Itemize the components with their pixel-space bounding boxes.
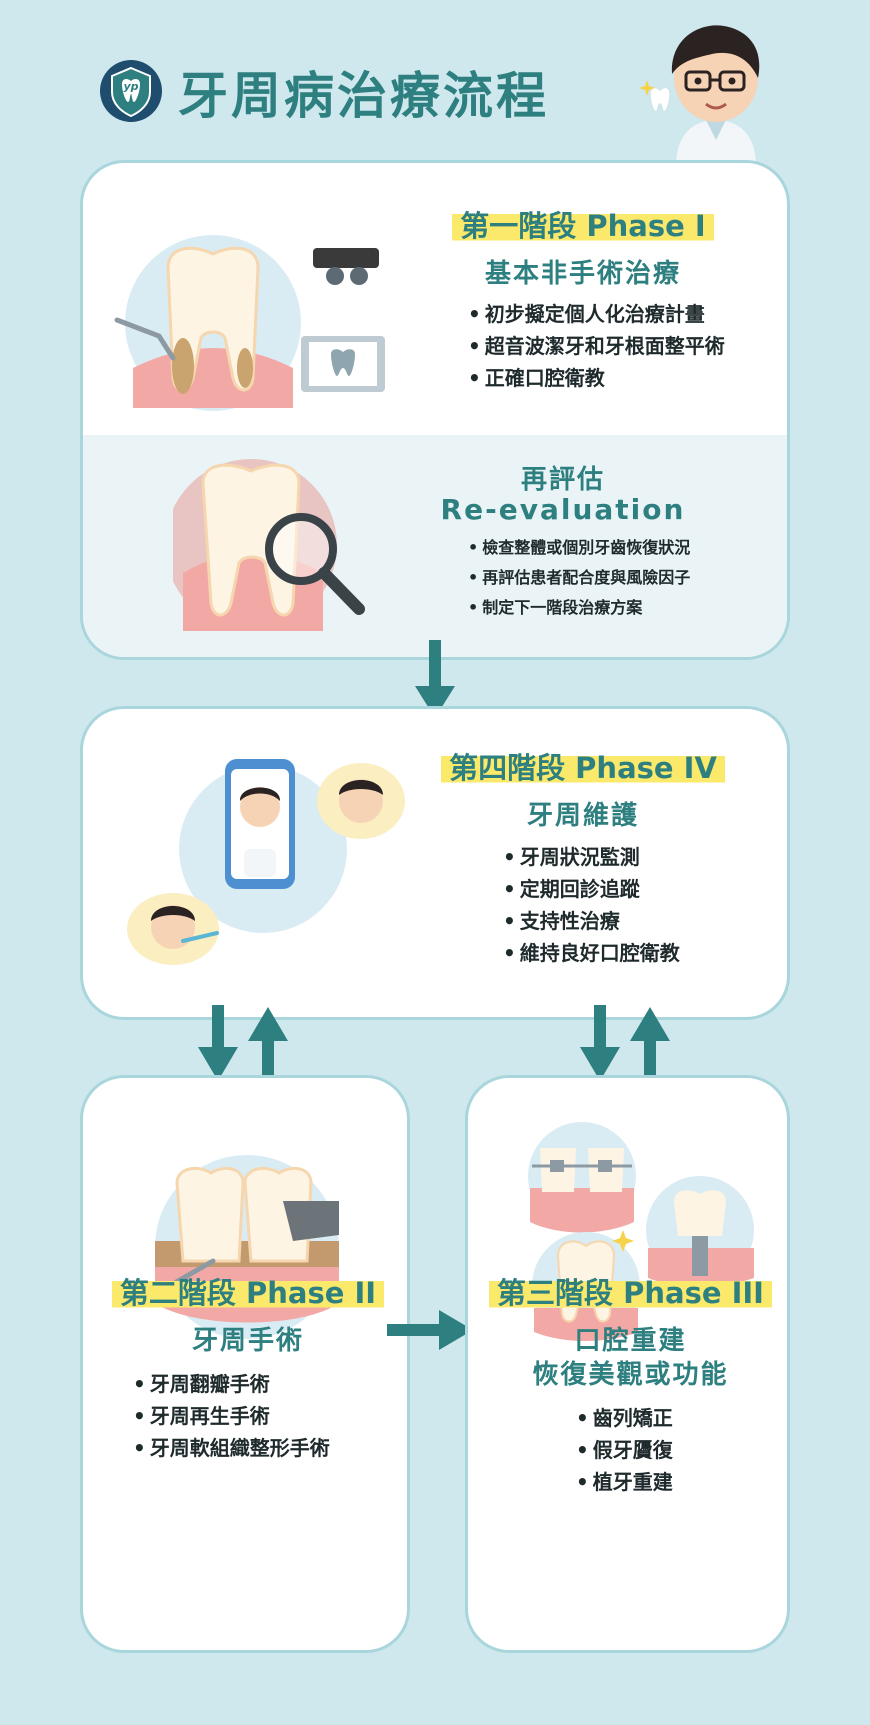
phase1-label: 第一階段 Phase I xyxy=(413,203,753,245)
phase4-subtitle: 牙周維護 xyxy=(526,801,639,831)
phase3-label: 第三階段 Phase III xyxy=(468,1270,787,1312)
phase2-list: 牙周翻瓣手術 牙周再生手術 牙周軟組織整形手術 xyxy=(133,1368,330,1464)
list-item: 正確口腔衛教 xyxy=(468,362,725,394)
list-item: 檢查整體或個別牙齒恢復狀況 xyxy=(468,533,690,563)
phase4-card: 第四階段 Phase IV 牙周維護 牙周狀況監測 定期回診追蹤 支持性治療 維… xyxy=(80,706,790,1020)
list-item: 齒列矯正 xyxy=(576,1402,673,1434)
arrow-down-icon xyxy=(415,640,455,718)
phase1-label-text: 第一階段 Phase I xyxy=(452,207,714,245)
list-item: 定期回診追蹤 xyxy=(503,873,680,905)
list-item: 假牙贗復 xyxy=(576,1434,673,1466)
phase2-card: 第二階段 Phase II 牙周手術 牙周翻瓣手術 牙周再生手術 牙周軟組織整形… xyxy=(80,1075,410,1653)
restoration-illustration xyxy=(528,1122,754,1341)
periodontal-surgery-illustration xyxy=(154,1155,339,1339)
list-item: 制定下一階段治療方案 xyxy=(468,593,690,623)
reevaluation-title-en: Re-evaluation xyxy=(440,493,686,526)
svg-text:yp: yp xyxy=(123,80,138,93)
phase3-card: 第三階段 Phase III 口腔重建 恢復美觀或功能 齒列矯正 假牙贗復 植牙… xyxy=(465,1075,790,1653)
reevaluation-list: 檢查整體或個別牙齒恢復狀況 再評估患者配合度與風險因子 制定下一階段治療方案 xyxy=(468,533,690,623)
page-title: 牙周病治療流程 xyxy=(178,67,549,125)
remote-consult-illustration xyxy=(127,759,405,965)
phase3-list: 齒列矯正 假牙贗復 植牙重建 xyxy=(576,1402,673,1498)
clinic-logo-icon: yp xyxy=(100,60,162,122)
phase3-label-text: 第三階段 Phase III xyxy=(489,1274,772,1312)
arrow-right-icon xyxy=(387,1310,473,1350)
phase2-label-wrap: 第二階段 Phase II xyxy=(83,1270,407,1312)
phase4-label-text: 第四階段 Phase IV xyxy=(441,749,725,787)
phase1-subtitle: 基本非手術治療 xyxy=(484,259,681,289)
phase1-list: 初步擬定個人化治療計畫 超音波潔牙和牙根面整平術 正確口腔衛教 xyxy=(468,298,725,394)
list-item: 牙周狀況監測 xyxy=(503,841,680,873)
list-item: 維持良好口腔衛教 xyxy=(503,937,680,969)
list-item: 植牙重建 xyxy=(576,1466,673,1498)
list-item: 牙周再生手術 xyxy=(133,1400,330,1432)
phase3-subtitle-line1: 口腔重建 xyxy=(574,1326,687,1356)
list-item: 初步擬定個人化治療計畫 xyxy=(468,298,725,330)
arrow-bidirectional-left-icon xyxy=(198,1005,288,1085)
phase4-label: 第四階段 Phase IV xyxy=(413,745,753,787)
list-item: 再評估患者配合度與風險因子 xyxy=(468,563,690,593)
phase2-label-text: 第二階段 Phase II xyxy=(111,1274,385,1312)
reevaluation-title: 再評估 xyxy=(520,465,605,495)
tooth-scaling-illustration xyxy=(114,235,385,411)
arrow-bidirectional-right-icon xyxy=(580,1005,670,1085)
dentist-avatar-icon xyxy=(640,25,760,166)
list-item: 牙周翻瓣手術 xyxy=(133,1368,330,1400)
list-item: 牙周軟組織整形手術 xyxy=(133,1432,330,1464)
phase3-subtitle-line2: 恢復美觀或功能 xyxy=(532,1360,729,1390)
phase1-card: 第一階段 Phase I 基本非手術治療 初步擬定個人化治療計畫 超音波潔牙和牙… xyxy=(80,160,790,660)
magnifier-tooth-illustration xyxy=(173,459,365,631)
list-item: 超音波潔牙和牙根面整平術 xyxy=(468,330,725,362)
list-item: 支持性治療 xyxy=(503,905,680,937)
phase2-subtitle: 牙周手術 xyxy=(191,1326,304,1356)
phase4-list: 牙周狀況監測 定期回診追蹤 支持性治療 維持良好口腔衛教 xyxy=(503,841,680,969)
header: yp 牙周病治療流程 xyxy=(98,52,658,132)
